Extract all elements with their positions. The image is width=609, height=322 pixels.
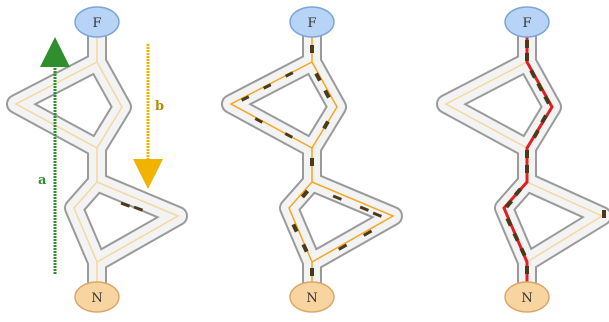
ant-marker — [525, 165, 529, 173]
arrow-a-label: a — [38, 173, 47, 188]
ant-marker — [120, 201, 131, 208]
ant-marker — [543, 95, 551, 105]
ant-marker — [262, 83, 272, 90]
ant-marker — [291, 223, 299, 233]
ant-marker — [310, 268, 314, 276]
arrow-b-label: b — [155, 99, 164, 114]
pheromone-trail — [14, 32, 180, 292]
nest-label: N — [91, 291, 102, 306]
ant-marker — [525, 150, 529, 158]
food-node: F — [504, 6, 550, 38]
nest-label: N — [306, 291, 317, 306]
nest-label: N — [521, 291, 532, 306]
ant-marker — [529, 69, 537, 79]
ant-markers — [504, 40, 606, 274]
panel-1: a b F N — [6, 6, 188, 313]
ant-marker — [540, 114, 548, 124]
ant-marker — [284, 132, 294, 139]
ant-markers — [120, 201, 144, 212]
ant-marker — [332, 194, 343, 201]
ant-marker — [301, 243, 309, 253]
food-label: F — [307, 16, 316, 31]
ant-marker — [513, 187, 523, 197]
ant-marker — [310, 158, 314, 166]
arrow-b: b — [133, 44, 164, 189]
ant-marker — [525, 266, 529, 274]
ant-marker — [322, 120, 330, 130]
ant-marker — [512, 232, 520, 242]
ant-marker — [359, 205, 370, 212]
ant-marker — [505, 217, 513, 227]
ant-marker — [519, 247, 527, 257]
ant-marker — [525, 40, 529, 48]
food-node: F — [289, 6, 335, 38]
food-node: F — [74, 6, 120, 38]
panel-3: F N — [436, 6, 609, 313]
ant-marker — [532, 129, 540, 139]
ant-marker — [338, 243, 348, 251]
nest-node: N — [74, 281, 120, 313]
panel-2: F N — [221, 6, 403, 313]
ant-marker — [363, 229, 373, 237]
ant-marker — [314, 72, 322, 82]
food-label: F — [522, 16, 531, 31]
nest-node: N — [289, 281, 335, 313]
ant-marker — [254, 117, 264, 124]
ant-marker — [525, 53, 529, 61]
ant-marker — [602, 210, 606, 218]
ant-marker — [536, 82, 544, 92]
ant-marker — [240, 95, 250, 102]
ant-marker — [310, 45, 314, 53]
ant-marker — [300, 189, 310, 199]
nest-node: N — [504, 281, 550, 313]
ant-marker — [504, 199, 514, 209]
ant-marker — [372, 211, 383, 218]
ant-marker — [323, 89, 331, 99]
ant-marker — [284, 71, 294, 78]
ant-markers — [240, 45, 383, 276]
food-label: F — [92, 16, 101, 31]
ant-marker — [133, 205, 144, 212]
arrow-a: a — [38, 37, 70, 274]
